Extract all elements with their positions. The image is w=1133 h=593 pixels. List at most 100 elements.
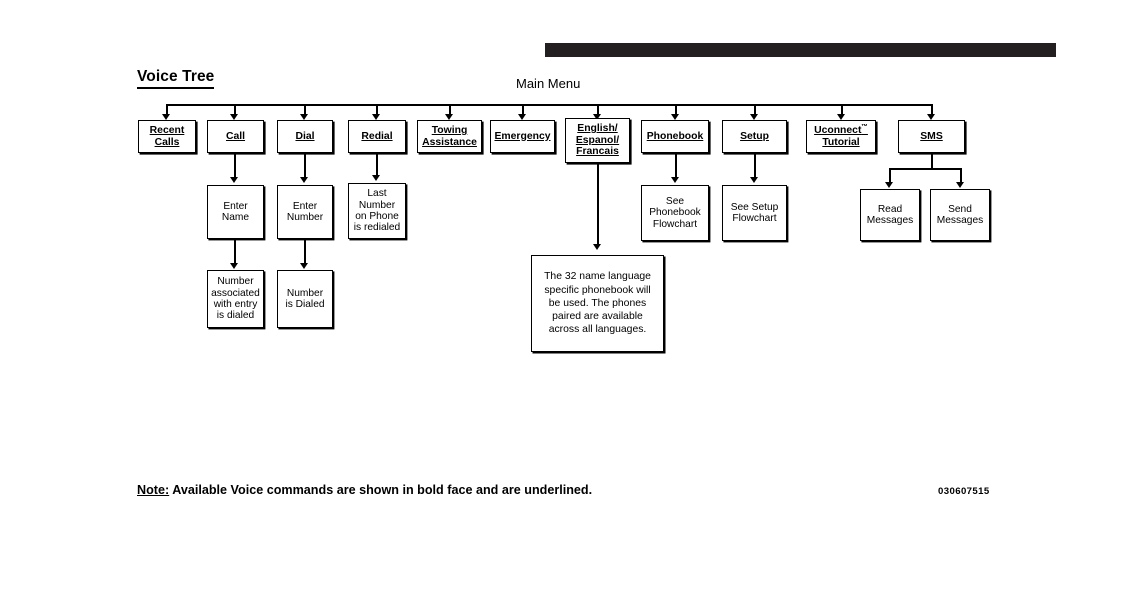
connector-to-redial bbox=[376, 104, 378, 116]
menu-label-uconnect: Uconnect™ bbox=[814, 123, 868, 136]
connector-to-recent-calls bbox=[166, 104, 168, 116]
connector-sms-to-send bbox=[960, 168, 962, 184]
node-line: Messages bbox=[866, 215, 914, 226]
main-menu-label: Main Menu bbox=[516, 76, 581, 91]
arrowhead-enter-number bbox=[300, 177, 308, 183]
connector-dial-to-enter-number bbox=[304, 153, 306, 179]
arrowhead-see-setup bbox=[750, 177, 758, 183]
node-line: is redialed bbox=[353, 222, 401, 234]
connector-enter-number-to-number-dialed bbox=[304, 239, 306, 265]
arrowhead-call bbox=[230, 114, 238, 120]
connector-redial-to-last-number bbox=[376, 153, 378, 177]
connector-sms-split-bus bbox=[890, 168, 962, 170]
connector-to-phonebook bbox=[675, 104, 677, 116]
main-menu-bus-line bbox=[167, 104, 932, 106]
node-language-note: The 32 name language specific phonebook … bbox=[531, 255, 664, 352]
arrowhead-last-number bbox=[372, 175, 380, 181]
arrowhead-redial bbox=[372, 114, 380, 120]
arrowhead-sms bbox=[927, 114, 935, 120]
menu-label-line: Assistance bbox=[422, 136, 477, 148]
connector-to-towing bbox=[449, 104, 451, 116]
connector-to-emergency bbox=[522, 104, 524, 116]
node-see-phonebook-flowchart: See Phonebook Flowchart bbox=[641, 185, 709, 241]
node-line: See bbox=[665, 195, 685, 207]
arrowhead-phonebook bbox=[671, 114, 679, 120]
menu-label-line: Towing bbox=[431, 124, 468, 136]
arrowhead-enter-name bbox=[230, 177, 238, 183]
menu-item-recent-calls[interactable]: Recent Calls bbox=[138, 120, 196, 153]
connector-phonebook-to-flowchart bbox=[675, 153, 677, 179]
arrowhead-recent-calls bbox=[162, 114, 170, 120]
connector-setup-to-flowchart bbox=[754, 153, 756, 179]
node-line: Messages bbox=[936, 215, 984, 226]
menu-item-emergency[interactable]: Emergency bbox=[490, 120, 555, 153]
arrowhead-read-messages bbox=[885, 182, 893, 188]
arrowhead-uconnect bbox=[837, 114, 845, 120]
menu-item-setup[interactable]: Setup bbox=[722, 120, 787, 153]
menu-label-line: Dial bbox=[295, 130, 315, 142]
footer-note-text: Available Voice commands are shown in bo… bbox=[169, 483, 593, 497]
connector-to-setup bbox=[754, 104, 756, 116]
node-enter-name: Enter Name bbox=[207, 185, 264, 239]
node-last-number-redialed: Last Number on Phone is redialed bbox=[348, 183, 406, 239]
menu-item-towing-assistance[interactable]: Towing Assistance bbox=[417, 120, 482, 153]
menu-item-dial[interactable]: Dial bbox=[277, 120, 333, 153]
menu-item-call[interactable]: Call bbox=[207, 120, 264, 153]
node-see-setup-flowchart: See Setup Flowchart bbox=[722, 185, 787, 241]
node-line: Number bbox=[286, 212, 324, 223]
connector-language-to-note bbox=[597, 163, 599, 246]
connector-to-call bbox=[234, 104, 236, 116]
arrowhead-see-phonebook bbox=[671, 177, 679, 183]
menu-label-line: Phonebook bbox=[646, 130, 704, 142]
arrowhead-emergency bbox=[518, 114, 526, 120]
node-line: is dialed bbox=[216, 310, 255, 322]
menu-label-line: Espanol/ bbox=[575, 134, 620, 146]
node-line: is Dialed bbox=[285, 299, 325, 310]
arrowhead-language-note bbox=[593, 244, 601, 250]
menu-label-line: Emergency bbox=[494, 130, 551, 142]
node-line: with entry bbox=[213, 299, 258, 310]
connector-call-to-enter-name bbox=[234, 153, 236, 179]
node-line: Enter bbox=[292, 200, 318, 212]
connector-to-dial bbox=[304, 104, 306, 116]
node-line: Flowchart bbox=[652, 218, 698, 230]
node-line: Number bbox=[217, 276, 254, 288]
node-line: on Phone bbox=[355, 211, 399, 222]
arrowhead-number-dialed bbox=[300, 263, 308, 269]
menu-item-uconnect-tutorial[interactable]: Uconnect™ Tutorial bbox=[806, 120, 876, 153]
node-read-messages: Read Messages bbox=[860, 189, 920, 241]
connector-to-sms bbox=[931, 104, 933, 116]
menu-label-line: Redial bbox=[361, 130, 393, 142]
node-send-messages: Send Messages bbox=[930, 189, 990, 241]
node-enter-number: Enter Number bbox=[277, 185, 333, 239]
menu-item-redial[interactable]: Redial bbox=[348, 120, 406, 153]
menu-item-language[interactable]: English/ Espanol/ Francais bbox=[565, 118, 630, 163]
footer-note: Note: Available Voice commands are shown… bbox=[137, 483, 592, 497]
arrowhead-setup bbox=[750, 114, 758, 120]
node-line: Send bbox=[948, 203, 972, 215]
header-accent-bar bbox=[545, 43, 1056, 57]
connector-enter-name-to-number-associated bbox=[234, 239, 236, 265]
menu-label-line: Call bbox=[225, 130, 246, 142]
page-title: Voice Tree bbox=[137, 68, 215, 89]
node-line: associated bbox=[211, 287, 260, 299]
menu-label-line: Francais bbox=[576, 146, 619, 158]
arrowhead-send-messages bbox=[956, 182, 964, 188]
connector-sms-to-read bbox=[889, 168, 891, 184]
node-line: Last bbox=[367, 188, 387, 200]
connector-to-uconnect bbox=[841, 104, 843, 116]
menu-item-sms[interactable]: SMS bbox=[898, 120, 965, 153]
footer-note-prefix: Note: bbox=[137, 483, 170, 497]
menu-label-line: Calls bbox=[154, 136, 180, 148]
node-line: See Setup bbox=[730, 201, 779, 213]
menu-label-line: SMS bbox=[920, 130, 943, 142]
node-line: Number bbox=[286, 287, 324, 299]
arrowhead-number-associated bbox=[230, 263, 238, 269]
menu-item-phonebook[interactable]: Phonebook bbox=[641, 120, 709, 153]
node-number-associated: Number associated with entry is dialed bbox=[207, 270, 264, 328]
node-number-is-dialed: Number is Dialed bbox=[277, 270, 333, 328]
node-line: Read bbox=[877, 203, 903, 215]
arrowhead-language bbox=[593, 114, 601, 120]
node-line: Enter bbox=[223, 200, 248, 212]
